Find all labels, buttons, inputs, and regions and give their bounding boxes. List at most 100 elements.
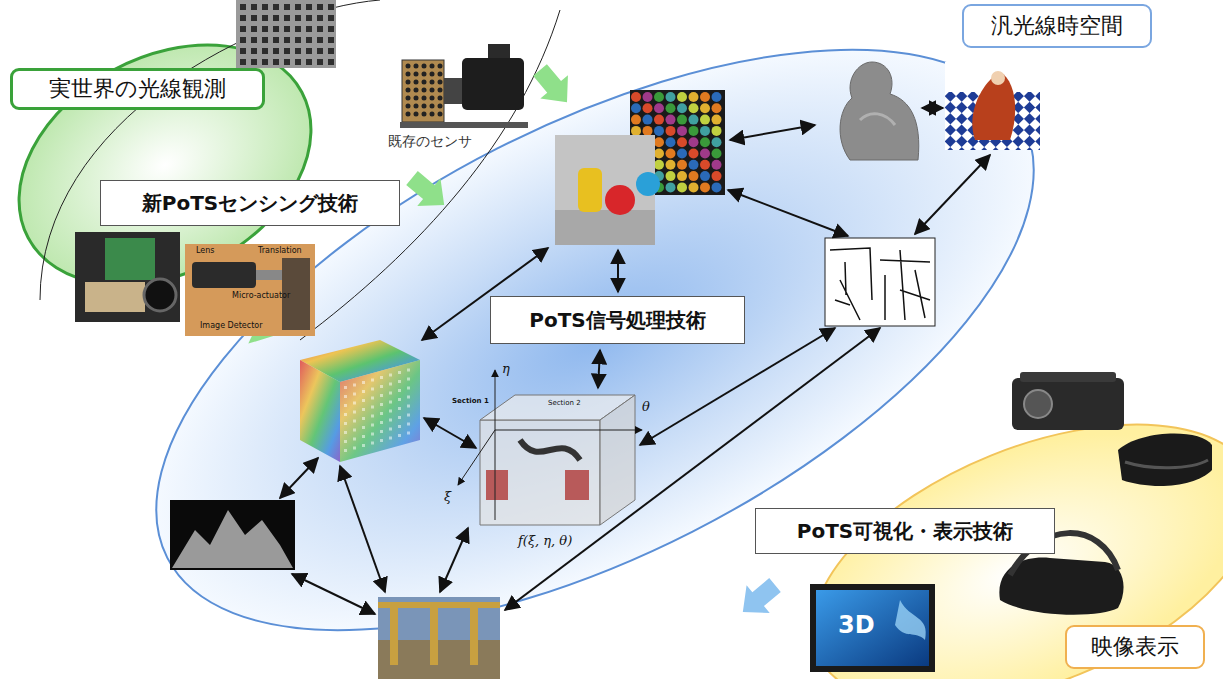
light-field-mosaic-part-part bbox=[689, 137, 699, 147]
voxel-cube-part-part bbox=[407, 405, 410, 408]
connector-arrows-part bbox=[922, 107, 943, 109]
connector-arrows-part bbox=[728, 190, 848, 236]
sensor-array-photo-part-part bbox=[295, 15, 301, 21]
voxel-cube-part-part bbox=[353, 384, 356, 387]
photo-label: Image Detector bbox=[200, 322, 262, 331]
sensor-array-photo-part-part bbox=[251, 59, 257, 65]
connector-arrows-part bbox=[730, 125, 815, 140]
statue-model-part bbox=[840, 62, 919, 160]
sensor-array-photo-part-part bbox=[284, 59, 290, 65]
hololens bbox=[1118, 434, 1212, 486]
camera-array-photo-part bbox=[444, 78, 462, 104]
photo-label: Micro-actuator bbox=[232, 292, 290, 301]
light-field-mosaic-part-part bbox=[712, 137, 722, 147]
voxel-cube-part-part bbox=[398, 416, 401, 419]
edge-map-part bbox=[830, 248, 930, 320]
voxel-cube-part-part bbox=[371, 406, 374, 409]
camera-array-photo-part-part bbox=[422, 72, 427, 77]
camera-array-photo-part-part bbox=[406, 112, 411, 117]
voxel-cube-part-part bbox=[344, 413, 347, 416]
voxel-cube-part-part bbox=[407, 432, 410, 435]
sensor-array-photo-part-part bbox=[273, 48, 279, 54]
connector-arrows-part bbox=[440, 528, 468, 592]
sensor-array-photo-part-part bbox=[328, 59, 334, 65]
ray-space-box-part bbox=[600, 395, 635, 525]
light-field-mosaic-part-part bbox=[689, 92, 699, 102]
voxel-cube-part-part bbox=[407, 396, 410, 399]
camera-array-photo-part-part bbox=[406, 104, 411, 109]
sensor-array-photo-part-part bbox=[240, 15, 246, 21]
camera-array-photo-part-part bbox=[430, 64, 435, 69]
sensor-array-photo-part-part bbox=[317, 59, 323, 65]
voxel-cube-part-part bbox=[380, 403, 383, 406]
sensor-array-photo-part-part bbox=[306, 15, 312, 21]
light-field-mosaic-part-part bbox=[631, 126, 641, 136]
terrain-render-part bbox=[170, 500, 295, 570]
checkerboard-render bbox=[945, 62, 1040, 150]
3d-tv bbox=[810, 584, 935, 672]
sensor-array-photo-part-part bbox=[262, 48, 268, 54]
voxel-cube-part-part bbox=[362, 444, 365, 447]
voxel-cube-part-part bbox=[389, 374, 392, 377]
sensor-array-photo-part-part bbox=[273, 37, 279, 43]
edge-map bbox=[825, 238, 935, 326]
camera-array-photo-part-part bbox=[438, 80, 443, 85]
camera-array-photo-part-part bbox=[438, 96, 443, 101]
light-field-mosaic-part-part bbox=[677, 126, 687, 136]
sensor-array-photo-part-part bbox=[240, 37, 246, 43]
camera-array-photo-part-part bbox=[406, 96, 411, 101]
ray-space-box-part bbox=[495, 430, 642, 431]
camera-array-photo-part-part bbox=[422, 104, 427, 109]
light-field-mosaic-part-part bbox=[689, 103, 699, 113]
sensor-array-photo-part-part bbox=[295, 48, 301, 54]
voxel-cube-part-part bbox=[344, 404, 347, 407]
voxel-cube-part-part bbox=[398, 434, 401, 437]
sensor-array-photo-part-part bbox=[284, 15, 290, 21]
ray-space-box-part bbox=[495, 370, 496, 520]
camera-array-photo-part-part bbox=[414, 88, 419, 93]
box-text: 実世界の光線観測 bbox=[49, 74, 226, 104]
tv-logo: 3D bbox=[838, 612, 875, 638]
prototype-photo-part bbox=[105, 238, 155, 280]
voxel-cube-part bbox=[344, 369, 410, 453]
connector-arrows-part bbox=[340, 466, 385, 592]
3d-tv-part bbox=[810, 584, 935, 672]
voxel-cube-part-part bbox=[371, 415, 374, 418]
voxel-cube-part-part bbox=[398, 380, 401, 383]
voxel-cube-part-part bbox=[398, 398, 401, 401]
light-field-mosaic-part-part bbox=[654, 137, 664, 147]
camera-array-photo-part-part bbox=[414, 96, 419, 101]
sensor-array-photo-part-part bbox=[251, 4, 257, 10]
light-field-mosaic-part-part bbox=[712, 92, 722, 102]
ray-space-box-part bbox=[565, 470, 589, 500]
sensor-array-photo-part-part bbox=[317, 4, 323, 10]
light-field-mosaic-part-part bbox=[700, 149, 710, 159]
flow-arrows-part bbox=[526, 58, 581, 113]
statue-model bbox=[840, 62, 919, 160]
voxel-cube-part-part bbox=[344, 386, 347, 389]
ray-space-box-part bbox=[480, 420, 600, 525]
sensor-array-photo-part-part bbox=[262, 59, 268, 65]
sensor-array-photo-part-part bbox=[284, 48, 290, 54]
voxel-cube-part-part bbox=[398, 425, 401, 428]
light-field-mosaic-part-part bbox=[677, 171, 687, 181]
connector-arrows-part bbox=[915, 155, 990, 234]
region-label: 実世界の光線観測 bbox=[10, 68, 265, 110]
light-field-mosaic-part-part bbox=[666, 92, 676, 102]
light-field-mosaic-part-part bbox=[666, 149, 676, 159]
sensor-array-photo-part-part bbox=[273, 15, 279, 21]
camera-array-photo-part-part bbox=[438, 88, 443, 93]
sensor-array-photo-part-part bbox=[251, 48, 257, 54]
light-field-mosaic-part-part bbox=[700, 115, 710, 125]
voxel-cube-part-part bbox=[380, 421, 383, 424]
camera-array-photo-part-part bbox=[414, 104, 419, 109]
light-field-mosaic-part-part bbox=[666, 171, 676, 181]
voxel-cube-part-part bbox=[371, 379, 374, 382]
sensor-array-photo-part-part bbox=[284, 37, 290, 43]
flow-arrows-part bbox=[400, 164, 455, 219]
sensor-array-photo-part-part bbox=[273, 59, 279, 65]
regions-part bbox=[773, 368, 1223, 679]
connector-arrows-part bbox=[640, 328, 835, 445]
sensor-array-photo-part-part bbox=[295, 4, 301, 10]
